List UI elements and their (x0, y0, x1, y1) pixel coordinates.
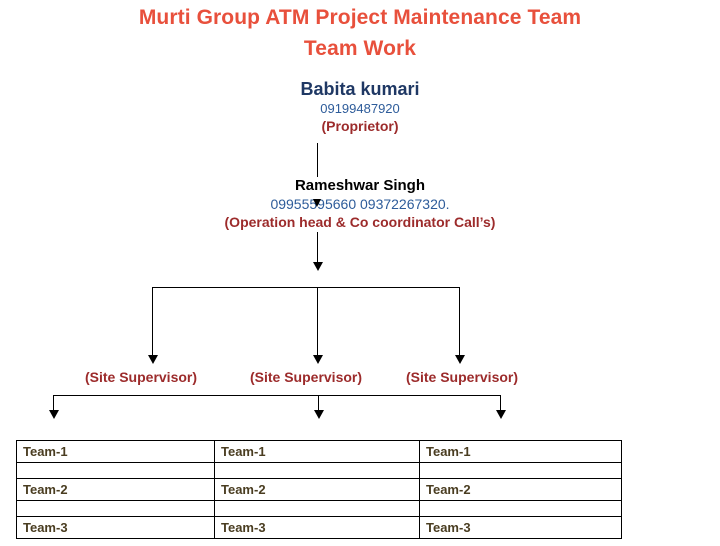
connector-proprietor-to-ophead (317, 143, 318, 177)
node-site-supervisor-3: (Site Supervisor) (405, 369, 519, 385)
node-site-supervisor-2: (Site Supervisor) (249, 369, 363, 385)
table-cell: Team-2 (214, 478, 420, 501)
table-cell (214, 500, 420, 517)
connector-drop-supervisor-1 (152, 287, 153, 357)
table-cell (419, 462, 622, 479)
table-cell: Team-1 (214, 440, 420, 463)
arrowhead-icon-team-1 (49, 410, 59, 419)
operation-head-role: (Operation head & Co coordinator Call’s) (224, 214, 496, 230)
table-cell: Team-1 (419, 440, 622, 463)
node-proprietor: Babita kumari 09199487920 (Proprietor) (0, 78, 720, 135)
table-cell (16, 462, 215, 479)
table-row (16, 500, 622, 517)
arrowhead-icon-team-3 (496, 410, 506, 419)
table-cell: Team-3 (419, 516, 622, 539)
connector-drop-team-3 (500, 395, 501, 412)
arrowhead-icon-supervisor-3 (455, 355, 465, 364)
proprietor-phone: 09199487920 (320, 101, 400, 116)
connector-bus-supervisors (152, 287, 460, 288)
proprietor-name: Babita kumari (300, 79, 420, 99)
connector-ophead-down (317, 232, 318, 264)
table-cell (214, 462, 420, 479)
node-operation-head: Rameshwar Singh 09955595660 09372267320.… (0, 176, 720, 232)
arrowhead-icon-supervisor-1 (148, 355, 158, 364)
table-cell: Team-2 (419, 478, 622, 501)
table-cell (419, 500, 622, 517)
table-cell: Team-1 (16, 440, 215, 463)
table-cell: Team-2 (16, 478, 215, 501)
arrowhead-icon-ophead-inline (313, 199, 321, 207)
page-title-line-2: Team Work (303, 37, 417, 60)
page-title-line-1: Murti Group ATM Project Maintenance Team (138, 6, 582, 29)
connector-drop-team-2 (318, 395, 319, 412)
node-site-supervisor-1: (Site Supervisor) (84, 369, 198, 385)
operation-head-phone: 09955595660 09372267320. (270, 196, 450, 212)
table-cell (16, 500, 215, 517)
connector-drop-supervisor-2 (317, 287, 318, 357)
operation-head-name: Rameshwar Singh (294, 177, 426, 194)
connector-drop-team-1 (53, 395, 54, 412)
arrowhead-icon-ophead-down (313, 262, 323, 271)
connector-drop-supervisor-3 (459, 287, 460, 357)
table-cell: Team-3 (16, 516, 215, 539)
arrowhead-icon-team-2 (314, 410, 324, 419)
connector-bus-teams (53, 395, 500, 396)
arrowhead-icon-supervisor-2 (313, 355, 323, 364)
proprietor-role: (Proprietor) (321, 118, 399, 134)
table-row (16, 462, 622, 479)
table-cell: Team-3 (214, 516, 420, 539)
